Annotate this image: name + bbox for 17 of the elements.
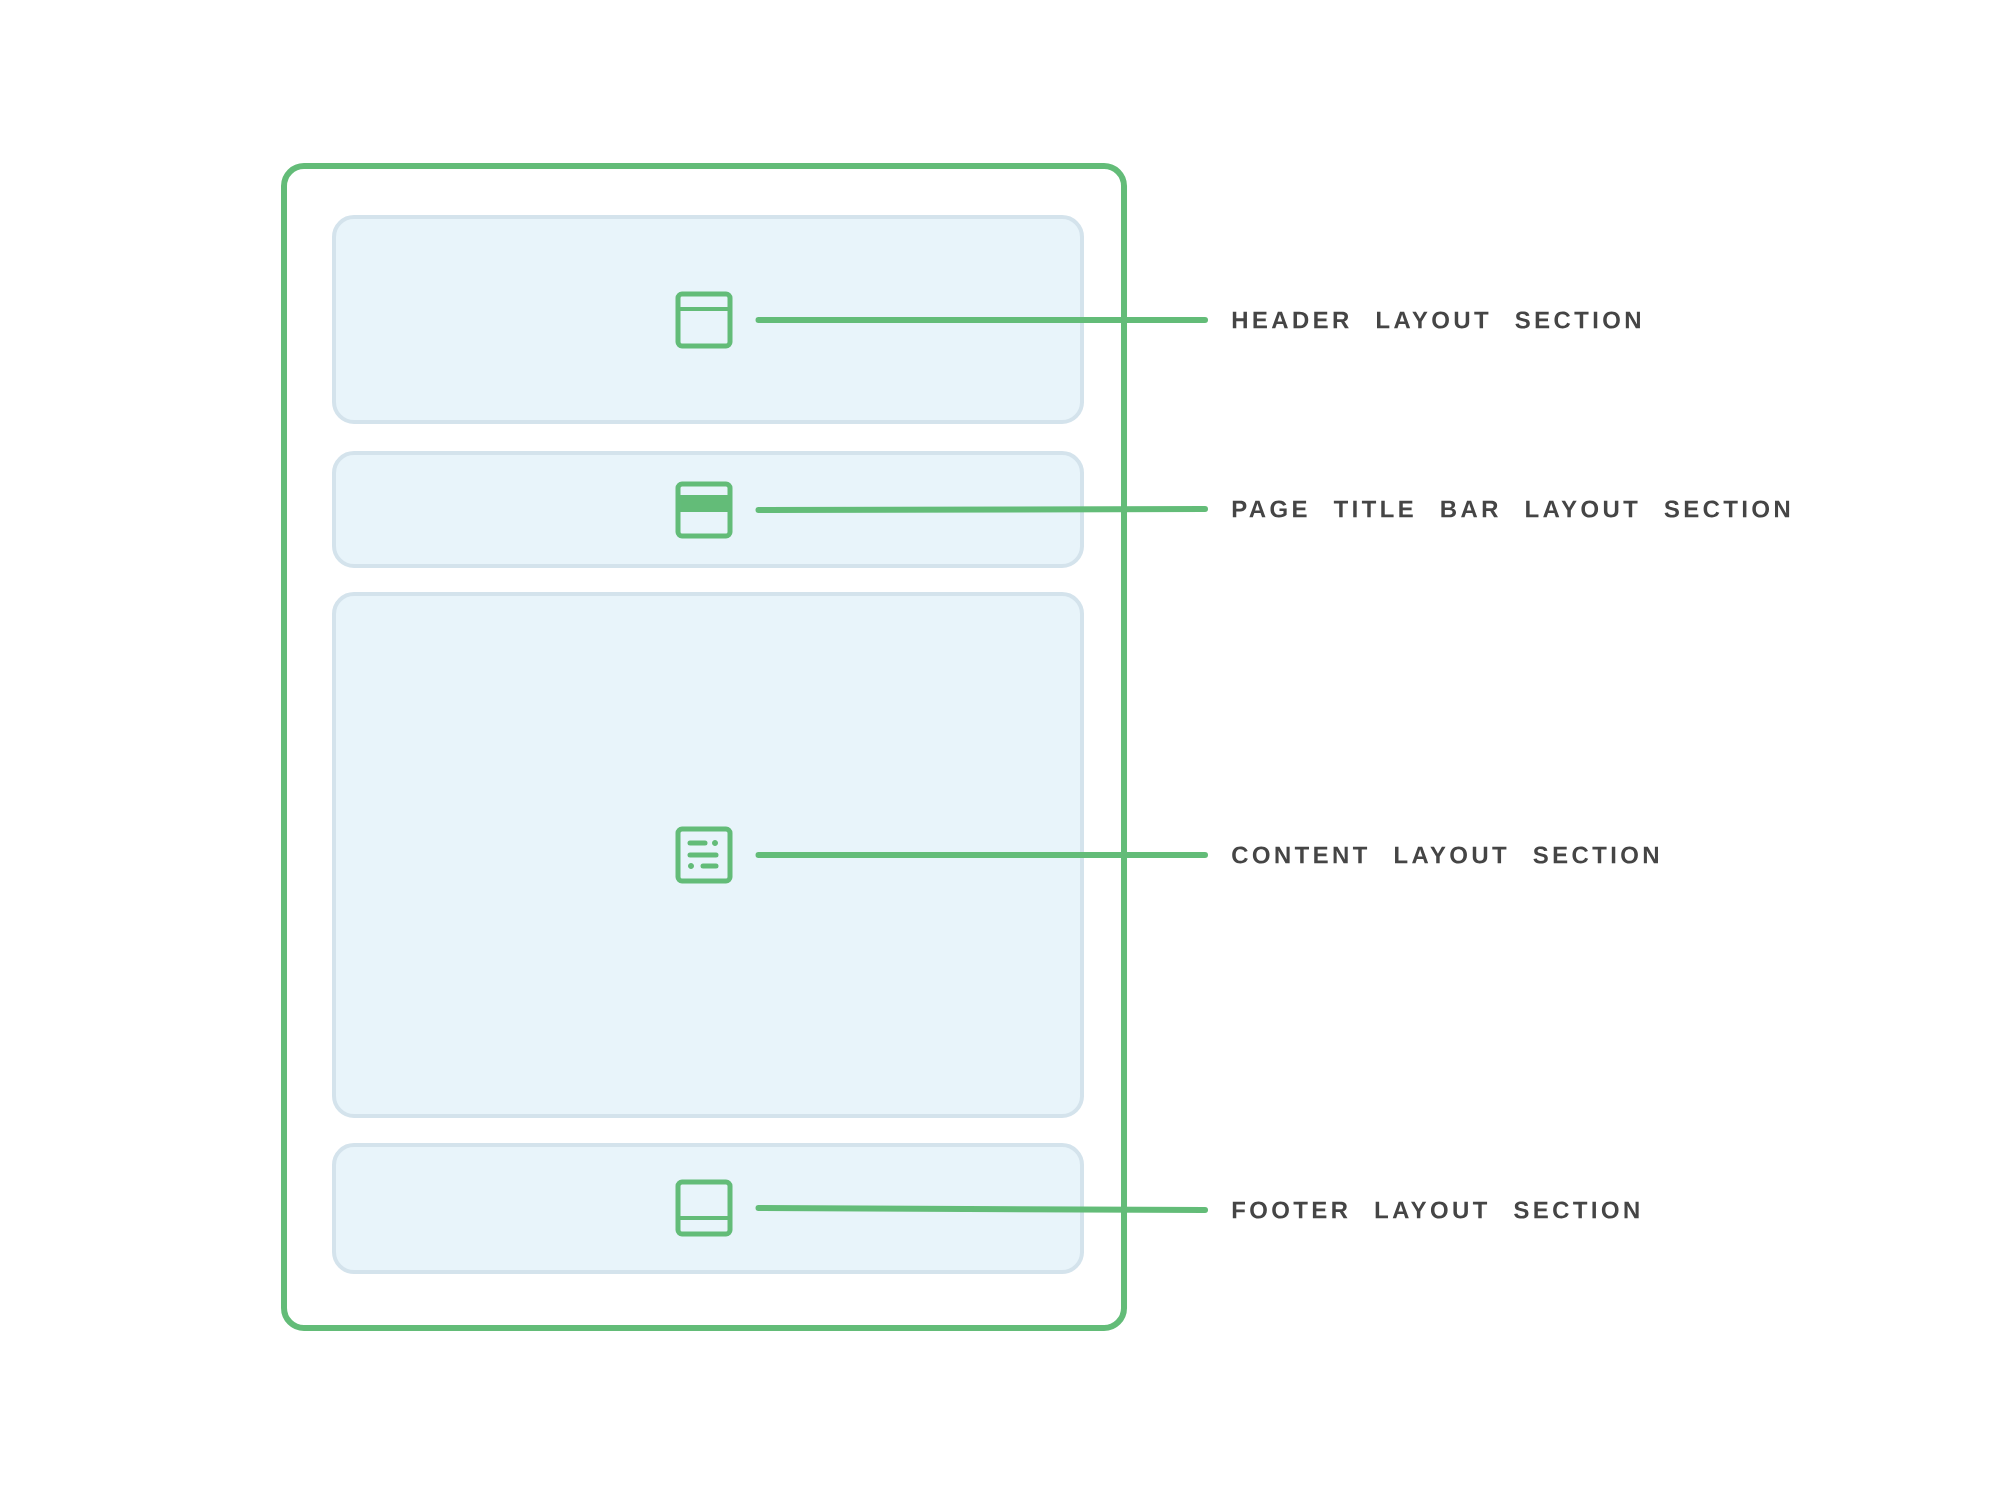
section-label: CONTENT LAYOUT SECTION (1232, 846, 1658, 864)
leader-line (755, 852, 1208, 858)
leader-line (755, 317, 1208, 323)
page-frame (281, 163, 1127, 1331)
leader-line (755, 1205, 1208, 1213)
layout-icon (675, 1179, 733, 1237)
leader-line (755, 506, 1208, 513)
layout-section (332, 215, 1084, 424)
layout-section (332, 592, 1084, 1118)
layout-icon (675, 826, 733, 884)
layout-icon (675, 481, 733, 539)
section-label: PAGE TITLE BAR LAYOUT SECTION (1232, 500, 1790, 518)
layout-section (332, 451, 1084, 568)
layout-icon (675, 291, 733, 349)
section-label: FOOTER LAYOUT SECTION (1232, 1201, 1639, 1219)
layout-section (332, 1143, 1084, 1274)
section-label: HEADER LAYOUT SECTION (1232, 311, 1640, 329)
